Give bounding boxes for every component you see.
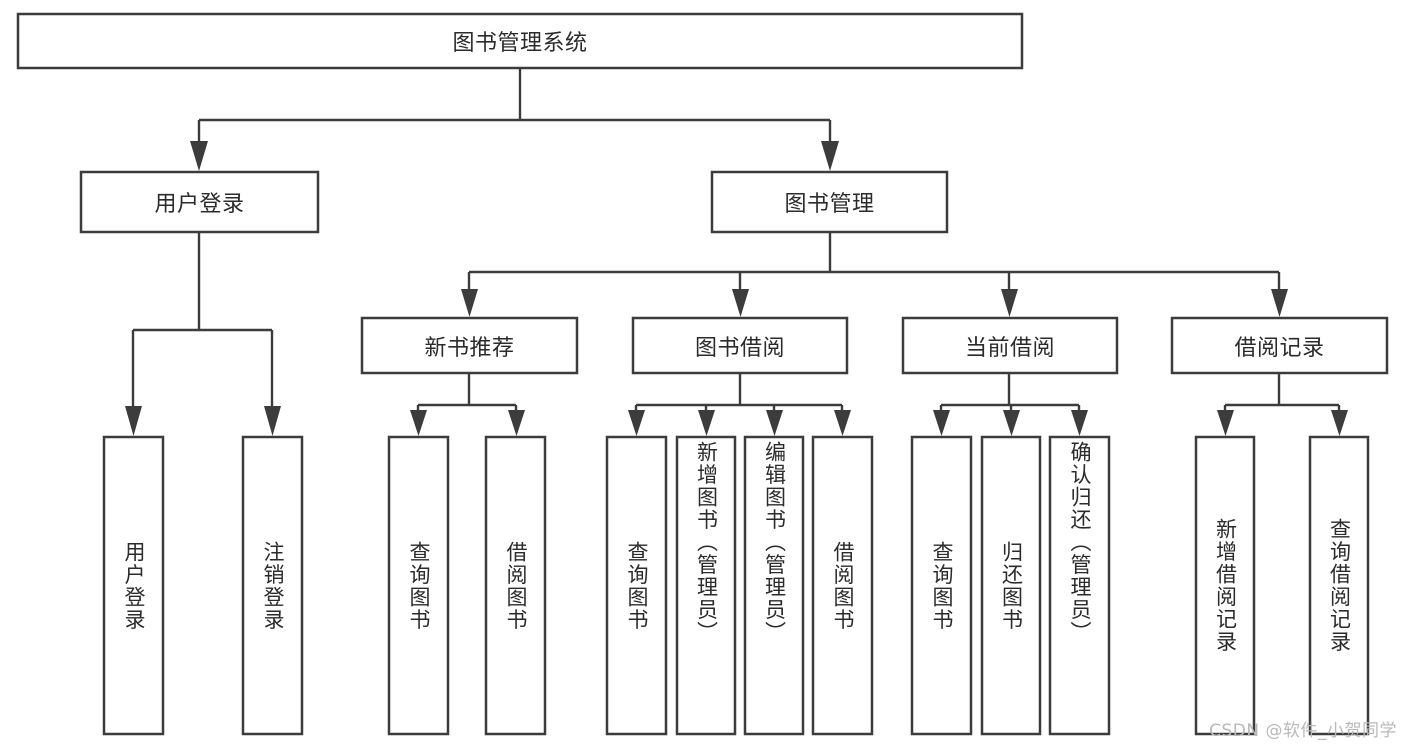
arrow-head-leaf-borrow-book-2 xyxy=(834,410,851,436)
connector-group-borrow-record xyxy=(1217,373,1348,436)
arrow-head-leaf-confirm-return xyxy=(1071,410,1088,436)
node-book-management[interactable] xyxy=(710,170,949,234)
node-leaf-query-book-3[interactable] xyxy=(910,435,973,736)
arrow-head-leaf-query-record xyxy=(1331,410,1348,436)
arrow-head-borrow-record xyxy=(1271,289,1288,317)
node-leaf-return-book[interactable] xyxy=(980,435,1042,736)
node-leaf-add-book[interactable] xyxy=(675,435,737,736)
arrow-head-leaf-query-book-1 xyxy=(410,410,427,436)
node-root-system[interactable] xyxy=(16,12,1024,70)
node-leaf-user-login[interactable] xyxy=(102,435,165,736)
connector-group-current-borrow xyxy=(933,373,1088,436)
node-leaf-edit-book[interactable] xyxy=(743,435,805,736)
node-current-borrow[interactable] xyxy=(901,316,1119,375)
node-leaf-borrow-book-1[interactable] xyxy=(484,435,547,736)
node-leaf-query-book-1[interactable] xyxy=(387,435,450,736)
node-leaf-logout[interactable] xyxy=(241,435,304,736)
arrow-head-leaf-return-book xyxy=(1003,410,1020,436)
arrow-head-leaf-add-record xyxy=(1217,410,1234,436)
connector-group-book-borrow xyxy=(628,373,851,436)
connector-group-book-mgmt xyxy=(461,232,1288,317)
arrow-head-leaf-query-book-3 xyxy=(933,410,950,436)
arrow-head-book-mgmt xyxy=(821,141,839,171)
csdn-watermark: CSDN @软件_小贺同学 xyxy=(1209,721,1397,741)
node-leaf-confirm-return[interactable] xyxy=(1048,435,1111,736)
connector-group-user-login xyxy=(125,232,281,436)
node-borrow-record[interactable] xyxy=(1170,316,1389,375)
node-new-book-recommend[interactable] xyxy=(360,316,579,375)
arrow-head-leaf-query-book-2 xyxy=(628,410,645,436)
arrow-head-new-book-rec xyxy=(461,289,478,317)
arrow-head-leaf-user-login xyxy=(125,406,142,436)
node-user-login[interactable] xyxy=(79,170,320,234)
arrow-head-leaf-add-book xyxy=(698,410,715,436)
arrow-head-leaf-logout xyxy=(264,406,281,436)
node-leaf-query-borrow-record[interactable] xyxy=(1308,435,1370,736)
arrow-head-leaf-borrow-book-1 xyxy=(508,410,525,436)
arrow-head-user-login xyxy=(190,141,208,171)
node-leaf-borrow-book-2[interactable] xyxy=(811,435,874,736)
arrow-head-leaf-edit-book xyxy=(766,410,783,436)
node-leaf-query-book-2[interactable] xyxy=(605,435,668,736)
arrow-head-current-borrow xyxy=(1001,289,1018,317)
connector-group-new-book-rec xyxy=(410,373,525,436)
connector-group-root xyxy=(190,68,839,171)
arrow-head-book-borrow xyxy=(732,289,749,317)
node-book-borrow[interactable] xyxy=(631,316,849,375)
node-leaf-add-borrow-record[interactable] xyxy=(1194,435,1256,736)
